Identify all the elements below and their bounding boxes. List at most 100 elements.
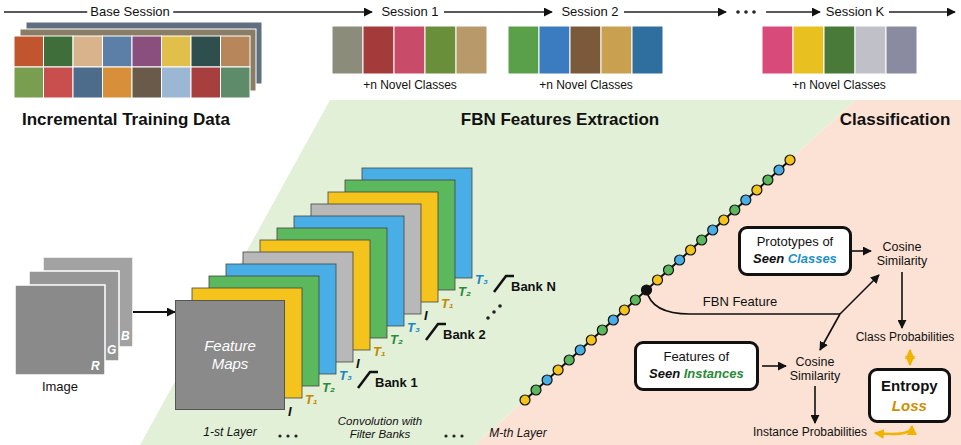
panel-title: Incremental Training Data xyxy=(22,110,230,130)
timeline-arrow xyxy=(889,11,955,13)
image-tile xyxy=(425,26,456,74)
flow-arrow xyxy=(840,275,879,314)
session-label: Session 2 xyxy=(558,5,621,20)
image-tile xyxy=(191,36,221,67)
dot xyxy=(486,316,490,320)
vector-cell xyxy=(752,185,762,195)
channel-label: G xyxy=(107,343,116,357)
timeline-arrow xyxy=(172,11,372,13)
vector-cell xyxy=(675,255,685,265)
image-tile xyxy=(632,26,663,74)
session-note: +n Novel Classes xyxy=(792,79,886,93)
filter-label: T₂ xyxy=(322,381,335,396)
dot xyxy=(498,304,502,308)
box-text: Prototypes of xyxy=(753,234,837,251)
dot xyxy=(278,434,281,437)
box-text: Entropy xyxy=(881,376,938,396)
emphasis-text: Seen xyxy=(649,366,680,381)
bank-label: Bank 2 xyxy=(443,328,486,343)
dot xyxy=(492,310,496,314)
loss-box: EntropyLoss xyxy=(868,368,951,423)
session-images xyxy=(332,26,917,74)
dot xyxy=(452,434,455,437)
vector-cell xyxy=(653,275,663,285)
vector-cell xyxy=(686,245,696,255)
loss-arrow xyxy=(909,350,912,365)
filter-label: T₃ xyxy=(339,369,352,384)
filter-label: T₁ xyxy=(441,297,454,312)
dot xyxy=(752,10,756,14)
classification-panel xyxy=(475,100,961,445)
image-tile xyxy=(570,26,601,74)
vector-cell xyxy=(575,345,585,355)
panel-title: Classification xyxy=(840,110,951,130)
output-label: Class Probabilities xyxy=(856,331,955,345)
filter-label: T₁ xyxy=(373,345,386,360)
image-tile xyxy=(539,26,570,74)
image-tile xyxy=(162,36,192,67)
image-tile xyxy=(363,26,394,74)
session-label: Session K xyxy=(823,5,888,20)
image-tile xyxy=(824,26,855,74)
image-tile xyxy=(601,26,632,74)
caption-note: Convolution with Filter Banks xyxy=(330,415,430,441)
dot xyxy=(294,434,297,437)
session-note: +n Novel Classes xyxy=(363,79,457,93)
dot xyxy=(744,10,748,14)
flow-arrow xyxy=(901,272,903,328)
bank-label: Bank N xyxy=(511,280,556,295)
vector-cell xyxy=(697,235,707,245)
layer-label: M-th Layer xyxy=(489,427,546,441)
image-tile xyxy=(14,67,44,98)
loss-text: Loss xyxy=(881,396,938,416)
image-tile xyxy=(762,26,793,74)
emphasis-text: Seen xyxy=(753,251,784,266)
dot xyxy=(286,434,289,437)
channel-label: B xyxy=(121,329,130,343)
vector-cell xyxy=(664,265,674,275)
operation-label: Cosine Similarity xyxy=(869,240,935,268)
vector-cell xyxy=(708,225,718,235)
vector-cell xyxy=(553,365,563,375)
dot xyxy=(736,10,740,14)
vector-cell xyxy=(597,325,607,335)
image-tile xyxy=(886,26,917,74)
panel-title: FBN Features Extraction xyxy=(461,110,659,130)
channel-label: R xyxy=(91,359,100,373)
image-stack: ImageRGB xyxy=(15,257,133,375)
filter-label: T₃ xyxy=(475,273,488,288)
image-tile xyxy=(793,26,824,74)
vector-cell xyxy=(586,335,596,345)
vector-cell xyxy=(741,195,751,205)
image-tile xyxy=(456,26,487,74)
loss-arrow xyxy=(875,426,912,434)
vector-cell xyxy=(630,295,640,305)
image-tile xyxy=(132,67,162,98)
image-tile xyxy=(103,36,133,67)
timeline-arrow xyxy=(624,11,726,13)
timeline-line xyxy=(4,11,88,13)
image-tile xyxy=(221,36,251,67)
timeline-arrow xyxy=(444,11,552,13)
feature-line xyxy=(647,290,841,314)
image-tile xyxy=(332,26,363,74)
image-tile xyxy=(44,67,74,98)
timeline-arrow xyxy=(766,11,820,13)
image-layers xyxy=(15,257,133,375)
image-tile xyxy=(191,67,221,98)
fbn-vector xyxy=(520,155,795,405)
layer-label: 1-st Layer xyxy=(203,426,256,440)
feature-map-layers xyxy=(192,168,472,398)
image-tile xyxy=(132,36,162,67)
vector-cell xyxy=(785,155,795,165)
vector-cell xyxy=(520,395,530,405)
flow-arrow xyxy=(762,365,786,367)
dot xyxy=(460,434,463,437)
session-note: +n Novel Classes xyxy=(539,79,633,93)
class-text: Classes xyxy=(788,251,837,266)
vector-cell xyxy=(774,165,784,175)
ellipsis-dots xyxy=(278,10,755,437)
image-tile xyxy=(162,67,192,98)
vector-cell xyxy=(564,355,574,365)
